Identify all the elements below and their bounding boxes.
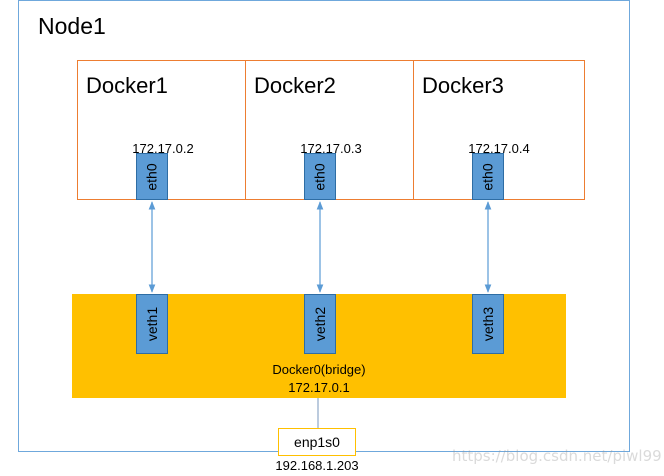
container-ip: 172.17.0.4 [468, 141, 530, 156]
veth3-interface: veth3 [472, 294, 504, 354]
bridge-name: Docker0(bridge) [272, 362, 366, 377]
host-nic-enp1s0: enp1s0 [278, 428, 356, 456]
veth2-interface: veth2 [304, 294, 336, 354]
container-ip: 172.17.0.2 [132, 141, 194, 156]
docker1-eth0-interface: eth0 [136, 153, 168, 200]
container-title: Docker3 [422, 73, 504, 98]
docker3-eth0-interface: eth0 [472, 153, 504, 200]
node-title: Node1 [38, 13, 106, 39]
container-docker2: Docker2 172.17.0.3 [245, 60, 417, 200]
container-ip: 172.17.0.3 [300, 141, 362, 156]
docker2-eth0-interface: eth0 [304, 153, 336, 200]
host-nic-ip: 192.168.1.203 [275, 458, 359, 473]
watermark: https://blog.csdn.net/piwl99 [452, 447, 662, 465]
container-title: Docker2 [254, 73, 336, 98]
veth1-interface: veth1 [136, 294, 168, 354]
container-title: Docker1 [86, 73, 168, 98]
host-nic-label: enp1s0 [294, 434, 340, 450]
bridge-ip: 172.17.0.1 [288, 380, 350, 395]
